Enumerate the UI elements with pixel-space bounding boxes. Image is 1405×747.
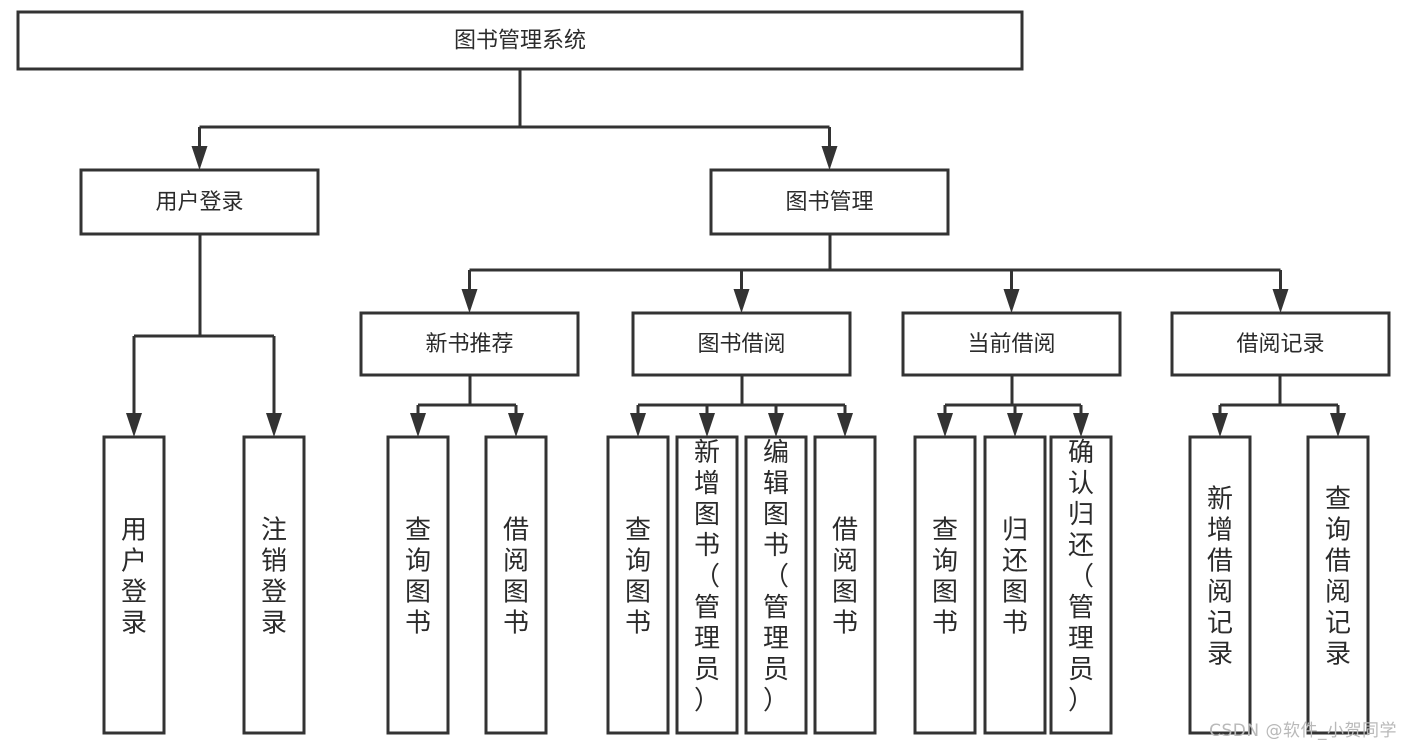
node-label: 编辑图书（管理员） [763,438,789,716]
node-leaf4[interactable]: 借阅图书 [484,435,548,735]
arrow-head-icon [1272,289,1289,313]
node-label: 用户登录 [155,190,243,215]
edge-group-bookmgmt [461,234,1289,313]
edge-group-borrow [630,375,853,437]
node-label: 确认归还（管理员） [1068,438,1094,716]
node-label: 图书借阅 [697,332,785,357]
node-records[interactable]: 借阅记录 [1170,311,1391,377]
edge-group-root [191,69,838,170]
edges-layer [126,69,1346,437]
edge-group-records [1212,375,1346,437]
node-box[interactable] [1170,311,1391,377]
node-box[interactable] [1049,435,1113,735]
node-leaf13[interactable]: 查询借阅记录 [1306,435,1370,735]
node-box[interactable] [709,168,950,236]
node-box[interactable] [606,435,670,735]
node-leaf7[interactable]: 编辑图书（管理员） [744,435,808,735]
node-label: 新书推荐 [425,332,513,357]
node-label: 图书管理系统 [454,29,586,54]
node-label: 查询图书 [932,516,958,639]
node-label: 当前借阅 [967,332,1055,357]
node-box[interactable] [16,10,1024,71]
arrow-head-icon [821,146,838,170]
node-leaf6[interactable]: 新增图书（管理员） [675,435,739,735]
node-label: 新增图书（管理员） [694,438,720,716]
node-leaf10[interactable]: 归还图书 [983,435,1047,735]
node-label: 归还图书 [1002,516,1028,639]
node-box[interactable] [359,311,580,377]
arrow-head-icon [461,289,478,313]
node-root[interactable]: 图书管理系统 [16,10,1024,71]
arrow-head-icon [126,413,142,437]
node-label: 注销登录 [261,516,287,639]
arrow-head-icon [1003,289,1020,313]
node-leaf12[interactable]: 新增借阅记录 [1188,435,1252,735]
node-leaf1[interactable]: 用户登录 [102,435,166,735]
node-box[interactable] [983,435,1047,735]
node-label: 新增借阅记录 [1207,485,1233,670]
node-box[interactable] [744,435,808,735]
node-leaf2[interactable]: 注销登录 [242,435,306,735]
node-current[interactable]: 当前借阅 [901,311,1122,377]
arrow-head-icon [266,413,282,437]
node-login[interactable]: 用户登录 [79,168,320,236]
arrow-head-icon [837,413,853,437]
node-box[interactable] [1306,435,1370,735]
node-label: 查询借阅记录 [1325,485,1351,670]
node-label: 查询图书 [625,516,651,639]
csdn-watermark: CSDN @软件_小贺同学 [1209,721,1397,741]
node-box[interactable] [913,435,977,735]
arrow-head-icon [508,413,524,437]
node-box[interactable] [79,168,320,236]
node-leaf11[interactable]: 确认归还（管理员） [1049,435,1113,735]
node-box[interactable] [631,311,852,377]
node-box[interactable] [242,435,306,735]
node-box[interactable] [484,435,548,735]
edge-group-login [126,234,282,437]
arrow-head-icon [937,413,953,437]
node-leaf9[interactable]: 查询图书 [913,435,977,735]
arrow-head-icon [630,413,646,437]
node-box[interactable] [813,435,877,735]
node-leaf3[interactable]: 查询图书 [386,435,450,735]
arrow-head-icon [733,289,750,313]
arrow-head-icon [1212,413,1228,437]
node-bookmgmt[interactable]: 图书管理 [709,168,950,236]
arrow-head-icon [410,413,426,437]
arrow-head-icon [191,146,208,170]
node-box[interactable] [1188,435,1252,735]
node-label: 用户登录 [121,516,147,639]
node-leaf5[interactable]: 查询图书 [606,435,670,735]
node-box[interactable] [675,435,739,735]
node-leaf8[interactable]: 借阅图书 [813,435,877,735]
arrow-head-icon [1330,413,1346,437]
edge-group-newbook [410,375,524,437]
node-label: 图书管理 [785,190,873,215]
arrow-head-icon [1073,413,1089,437]
nodes-layer: 图书管理系统用户登录图书管理新书推荐图书借阅当前借阅借阅记录用户登录注销登录查询… [16,10,1391,735]
node-label: 借阅图书 [832,516,858,639]
node-label: 查询图书 [405,516,431,639]
node-label: 借阅记录 [1236,332,1324,357]
node-box[interactable] [386,435,450,735]
node-box[interactable] [901,311,1122,377]
node-label: 借阅图书 [503,516,529,639]
node-box[interactable] [102,435,166,735]
node-borrow[interactable]: 图书借阅 [631,311,852,377]
edge-group-current [937,375,1089,437]
arrow-head-icon [699,413,715,437]
arrow-head-icon [1007,413,1023,437]
arrow-head-icon [768,413,784,437]
node-newbook[interactable]: 新书推荐 [359,311,580,377]
